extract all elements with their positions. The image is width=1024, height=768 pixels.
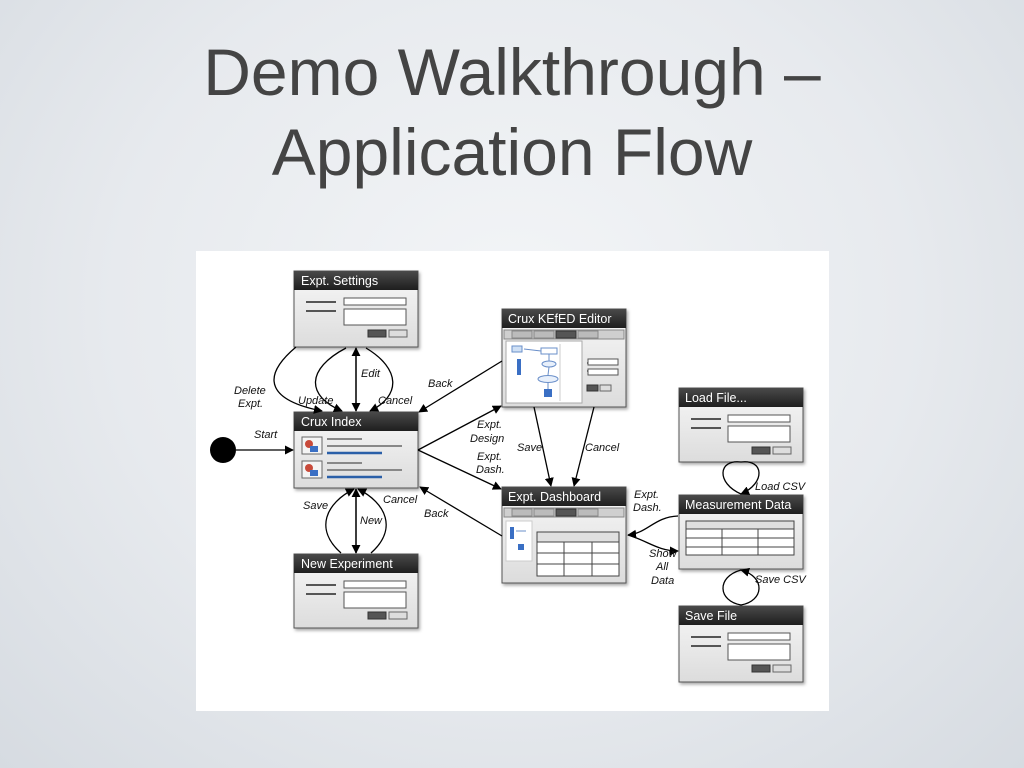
arrow-delete-expt: [273, 346, 323, 414]
expt-settings-title: Expt. Settings: [301, 274, 378, 288]
flow-diagram-svg: Expt. Settings Crux Index New Experiment: [210, 270, 807, 683]
arrow-expt-dash: [417, 449, 502, 490]
label-edit: Edit: [361, 368, 381, 380]
measurement-data-title: Measurement Data: [685, 498, 791, 512]
kefed-editor-title: Crux KEfED Editor: [508, 312, 612, 326]
label-show-all-data-line1: Show: [649, 548, 678, 560]
label-save-csv: Save CSV: [755, 574, 807, 586]
start-node: [210, 437, 236, 463]
label-cancel-editor: Cancel: [585, 442, 620, 454]
label-start: Start: [254, 429, 278, 441]
expt-dashboard-title: Expt. Dashboard: [508, 490, 601, 504]
label-show-all-data-line3: Data: [651, 575, 674, 587]
expt-settings-window: Expt. Settings: [293, 270, 419, 348]
slide-title-line-1: Demo Walkthrough –: [203, 35, 821, 109]
label-delete-expt-line1: Delete: [234, 385, 266, 397]
label-expt-design-line1: Expt.: [477, 419, 502, 431]
label-save-new: Save: [303, 500, 328, 512]
arrow-back-editor: [418, 360, 503, 413]
arrow-expt-dash-measure: [627, 515, 679, 539]
label-expt-dash-measure-line2: Dash.: [633, 502, 662, 514]
measurement-data-window: Measurement Data: [678, 494, 804, 570]
label-save-editor: Save: [517, 442, 542, 454]
save-file-title: Save File: [685, 609, 737, 623]
load-file-title: Load File...: [685, 391, 747, 405]
new-experiment-window: New Experiment: [293, 553, 419, 629]
slide-title: Demo Walkthrough – Application Flow: [0, 32, 1024, 192]
expt-dashboard-window: Expt. Dashboard: [501, 486, 627, 584]
label-update: Update: [298, 395, 333, 407]
label-new: New: [360, 515, 383, 527]
arrow-load-csv: [722, 461, 760, 495]
arrow-update: [314, 347, 347, 413]
label-expt-dash-measure-line1: Expt.: [634, 489, 659, 501]
label-back-editor: Back: [428, 378, 453, 390]
slide-title-line-2: Application Flow: [271, 115, 753, 189]
arrow-save-csv: [722, 567, 760, 606]
label-back-dashboard: Back: [424, 508, 449, 520]
crux-index-window: Crux Index: [293, 411, 419, 489]
label-cancel-new: Cancel: [383, 494, 418, 506]
arrow-show-all-data: [627, 534, 679, 556]
new-experiment-title: New Experiment: [301, 557, 393, 571]
label-cancel-settings: Cancel: [378, 395, 413, 407]
label-expt-dash-index-line1: Expt.: [477, 451, 502, 463]
arrow-cancel-editor: [571, 406, 595, 487]
application-flow-diagram: Expt. Settings Crux Index New Experiment: [196, 251, 829, 711]
arrow-back-dashboard: [419, 486, 503, 537]
label-show-all-data-line2: All: [655, 561, 669, 573]
arrow-save-new: [325, 488, 355, 554]
arrow-cancel-settings: [365, 347, 394, 412]
label-expt-dash-index-line2: Dash.: [476, 464, 505, 476]
arrow-cancel-new: [357, 488, 387, 554]
flow-arrows: [236, 346, 760, 606]
crux-index-title: Crux Index: [301, 415, 362, 429]
arrow-expt-design: [417, 405, 502, 451]
label-delete-expt-line2: Expt.: [238, 398, 263, 410]
load-file-window: Load File...: [678, 387, 804, 463]
arrow-save-editor: [533, 406, 554, 487]
save-file-window: Save File: [678, 605, 804, 683]
label-expt-design-line2: Design: [470, 433, 504, 445]
kefed-editor-window: Crux KEfED Editor: [501, 308, 627, 408]
label-load-csv: Load CSV: [755, 481, 807, 493]
